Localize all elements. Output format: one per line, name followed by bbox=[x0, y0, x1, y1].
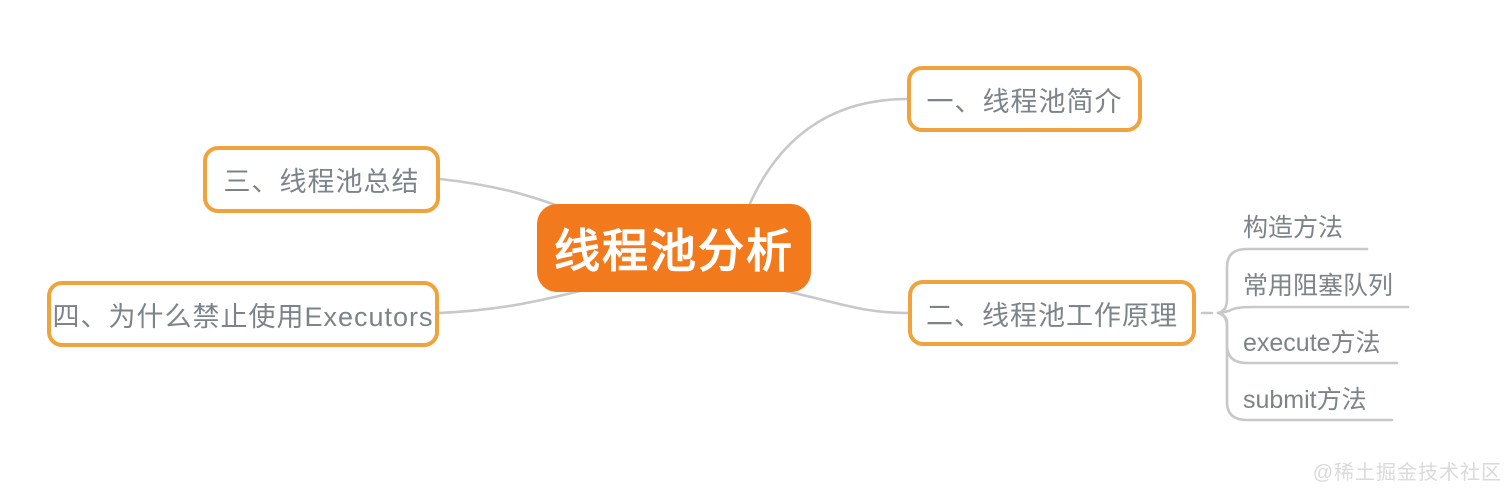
branch-topic-3-label: 三、线程池总结 bbox=[223, 167, 420, 197]
connector-child-submitfangfa bbox=[1216, 311, 1394, 422]
connector-child-changyongzusaiduilie bbox=[1216, 305, 1410, 315]
branch-topic-2-label: 二、线程池工作原理 bbox=[926, 300, 1178, 331]
subtopic-blocking-queues[interactable]: 常用阻塞队列 bbox=[1243, 272, 1394, 300]
root-topic-label: 线程池分析 bbox=[554, 225, 794, 277]
subtopic-constructor[interactable]: 构造方法 bbox=[1243, 214, 1344, 242]
root-topic[interactable]: 线程池分析 bbox=[537, 204, 811, 292]
subtopic-execute-method[interactable]: execute方法 bbox=[1243, 329, 1381, 357]
branch-topic-4-label: 四、为什么禁止使用Executors bbox=[52, 301, 434, 332]
branch-topic-1[interactable]: 一、线程池简介 bbox=[907, 66, 1142, 132]
connector-root-branch4 bbox=[437, 287, 590, 315]
subtopic-submit-method[interactable]: submit方法 bbox=[1243, 386, 1367, 414]
branch-topic-1-label: 一、线程池简介 bbox=[926, 86, 1123, 117]
connector-root-branch2 bbox=[774, 287, 910, 315]
branch-topic-4[interactable]: 四、为什么禁止使用Executors bbox=[47, 281, 439, 347]
branch-topic-2[interactable]: 二、线程池工作原理 bbox=[908, 280, 1196, 346]
watermark: @稀土掘金技术社区 bbox=[1312, 462, 1502, 484]
connector-child-gouzaofangfa bbox=[1216, 247, 1369, 315]
branch-topic-3[interactable]: 三、线程池总结 bbox=[203, 146, 440, 213]
connector-root-branch1 bbox=[746, 97, 909, 210]
